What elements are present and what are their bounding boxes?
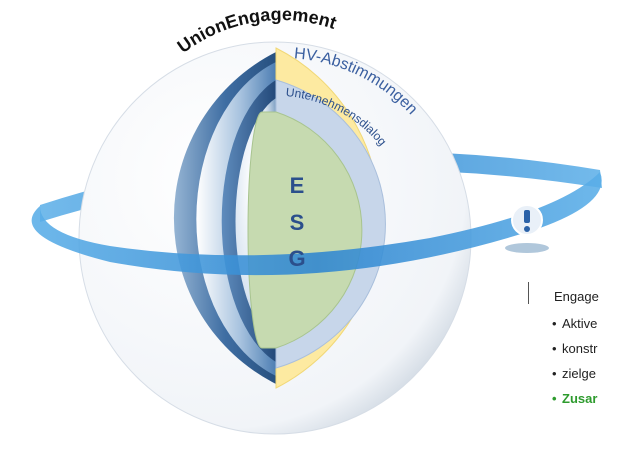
list-item: •konstr (552, 341, 598, 356)
engagement-panel: Engage •Aktive •konstr •zielge •Zusar (528, 282, 623, 452)
core-letter-s: S (290, 210, 305, 235)
panel-heading: Engage (554, 289, 599, 304)
list-item-highlight: •Zusar (552, 391, 598, 406)
band-front (31, 172, 602, 276)
list-item: •zielge (552, 366, 596, 381)
exclamation-icon (505, 204, 549, 253)
band-back (40, 151, 602, 222)
panel-list: •Aktive •konstr •zielge •Zusar (552, 315, 597, 415)
list-item: •Aktive (552, 316, 598, 331)
panel-rule (528, 282, 529, 304)
core-letter-e: E (290, 173, 305, 198)
core-esg (247, 111, 363, 349)
core-letter-g: G (288, 246, 305, 271)
